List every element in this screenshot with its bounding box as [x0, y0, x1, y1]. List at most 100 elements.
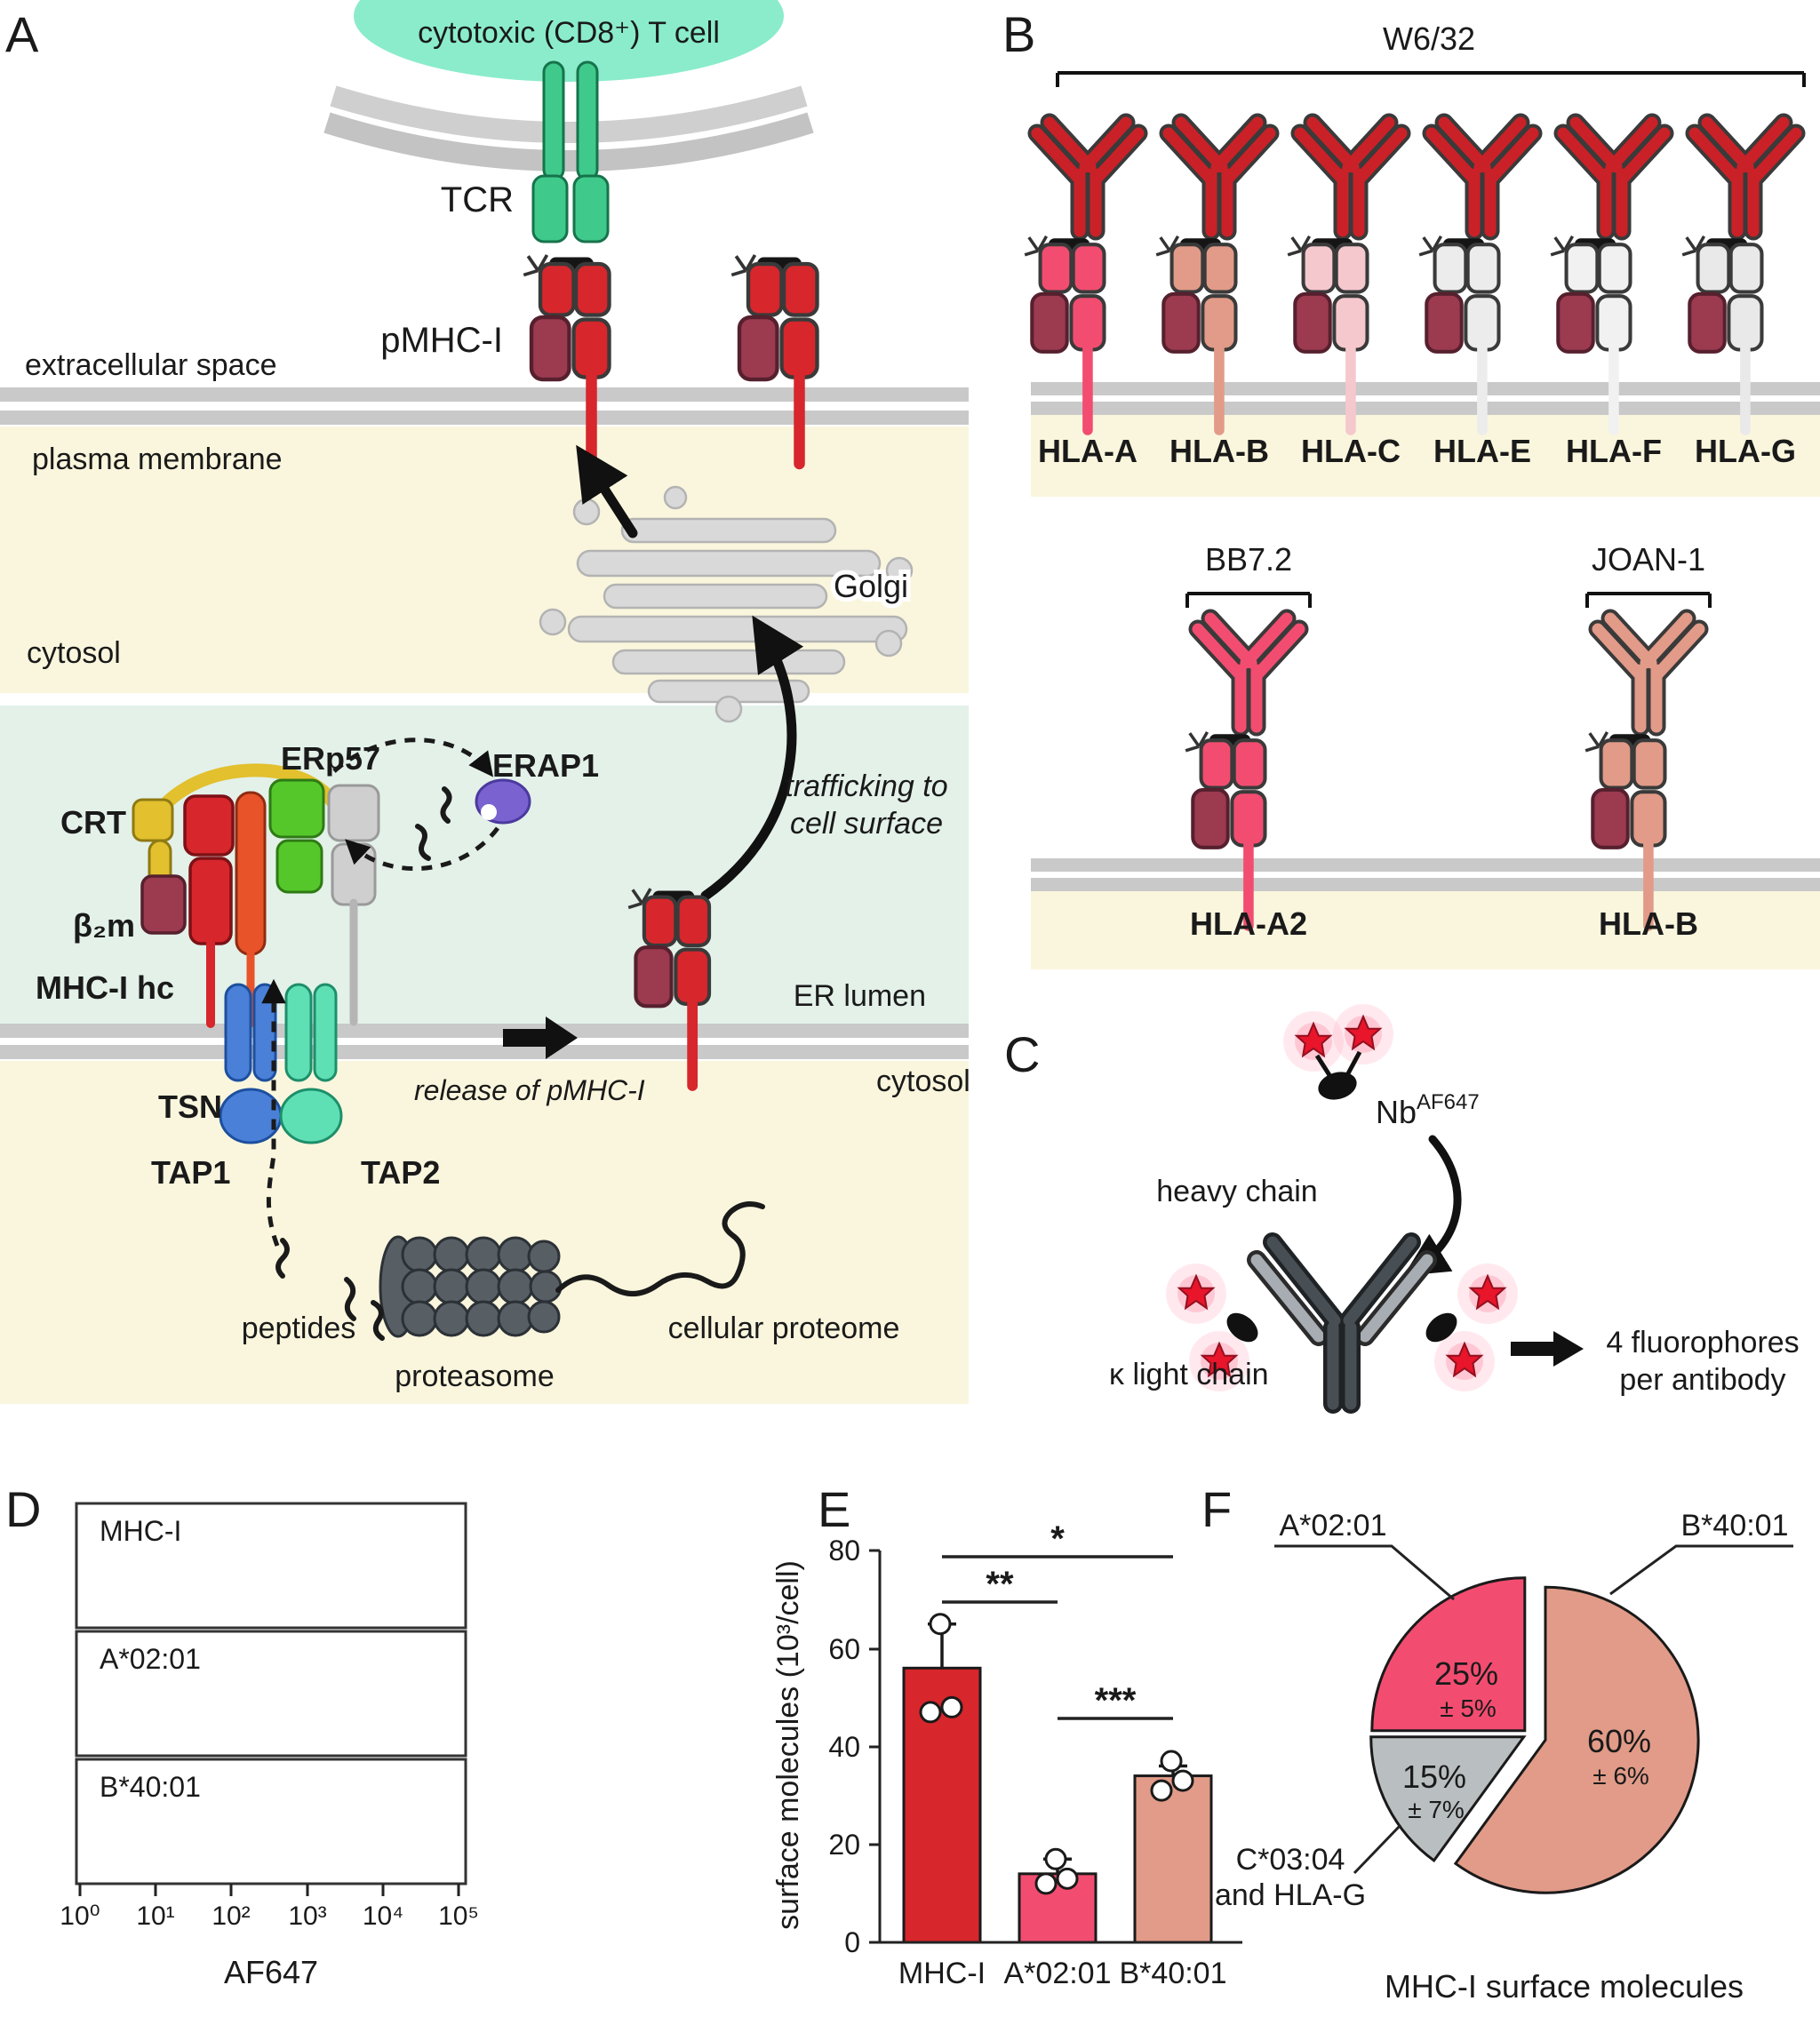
panel-d-letter: D [5, 1481, 41, 1537]
x-tick-4: 10⁴ [363, 1901, 403, 1931]
bar [902, 1666, 982, 1944]
peptide-squiggle [344, 1277, 356, 1321]
pie-pct-a0201: 25% [1434, 1655, 1498, 1692]
data-point [929, 1613, 952, 1636]
w632-antibody [1300, 123, 1401, 231]
histogram-label-1: MHC-I [100, 1515, 181, 1547]
pie-slice [1453, 1585, 1700, 1894]
nb-linkers [1314, 1050, 1362, 1077]
result-arrow-shaft [1511, 1342, 1553, 1356]
hla-g-molecule [1682, 236, 1761, 430]
release-label: release of pMHC-I [414, 1074, 645, 1106]
pie-pct-b4001: 60% [1587, 1723, 1651, 1759]
tcell-label: cytotoxic (CD8⁺) T cell [418, 16, 720, 50]
proteasome-barrel [379, 1235, 563, 1338]
x-tick-0: 10⁰ [60, 1901, 100, 1931]
hla-a-label: HLA-A [1038, 433, 1138, 469]
tap2-label: TAP2 [361, 1154, 440, 1191]
bound-fluorophore [1165, 1263, 1227, 1325]
data-point [1044, 1847, 1067, 1870]
panel-b-letter: B [1002, 6, 1035, 62]
extracellular-label: extracellular space [25, 348, 276, 382]
pie-title: MHC-I surface molecules [1385, 1968, 1744, 2005]
w632-antibody [1432, 123, 1533, 231]
golgi-to-membrane-arrow [576, 444, 638, 538]
trafficking-label-1: trafficking to [785, 769, 947, 803]
pie-err-c0304: ± 7% [1408, 1796, 1465, 1823]
panel-f-letter: F [1201, 1481, 1232, 1537]
peptide-squiggle [371, 1300, 385, 1341]
plasma-membrane-inner [0, 411, 969, 425]
bar [1133, 1774, 1213, 1944]
nb-fluorophore [1332, 1003, 1394, 1065]
plasma-membrane-label: plasma membrane [32, 442, 283, 476]
tcell-membrane-arc [330, 85, 808, 143]
tap2-tm [284, 983, 313, 1082]
tcr-chain [542, 60, 565, 181]
histogram-label-3: B*40:01 [100, 1771, 201, 1803]
w632-antibody [1695, 123, 1796, 231]
sig-label-3: *** [1095, 1681, 1137, 1720]
bar [1018, 1872, 1098, 1944]
tcr-chain [576, 60, 599, 181]
b2m-domain [140, 874, 187, 935]
tap2-tm2 [313, 983, 338, 1082]
erap1-label: ERAP1 [492, 747, 599, 784]
crt-label: CRT [60, 804, 126, 841]
hla-c-label: HLA-C [1301, 433, 1401, 469]
peptide-loading-complex [132, 737, 500, 1247]
tcell-membrane-arc2 [323, 112, 814, 171]
data-point [919, 1701, 942, 1724]
erp57-domain1 [268, 778, 325, 839]
chaperone-gray-domain1 [327, 784, 380, 842]
joan1-label: JOAN-1 [1592, 541, 1705, 578]
peptide-squiggle [275, 1238, 290, 1279]
bb72-label: BB7.2 [1205, 541, 1292, 578]
y-tick-0: 0 [844, 1926, 860, 1958]
panel-d: D MHC-I A*02:01 B*40:01 10⁰ 10¹ 10² 10³ … [5, 1481, 479, 1990]
heavy-chains [1266, 1236, 1417, 1410]
x-axis-ticks [78, 1884, 460, 1896]
tcr-label: TCR [441, 180, 514, 219]
panel-f: F A*02:01 B*40:01 25% ± 5% 60% ± 6% 15% … [1201, 1481, 1793, 2005]
sig-label-1: ** [986, 1565, 1014, 1604]
y-tick-20: 20 [828, 1829, 860, 1861]
er-membrane-outer [0, 1024, 969, 1038]
unfolded-protein-squiggle [555, 1201, 765, 1296]
kappa-light-chains [1250, 1254, 1433, 1343]
category-a0201: A*02:01 [1004, 1957, 1112, 1990]
peptides-label: peptides [242, 1311, 356, 1345]
trafficking-label-2: cell surface [790, 807, 943, 841]
peptide-squiggle [415, 824, 431, 861]
data-point [1150, 1779, 1173, 1802]
chaperone-gray-domain2 [331, 842, 377, 906]
bb72-antibody [1198, 618, 1299, 727]
lower-cytosol-region [0, 1061, 969, 1404]
histogram-box-2 [75, 1630, 467, 1758]
pie-label-c0304-line1: C*03:04 [1236, 1843, 1345, 1877]
x-tick-5: 10⁵ [438, 1901, 479, 1931]
tap2-nbd [279, 1088, 343, 1144]
panel-c-letter: C [1004, 1026, 1040, 1082]
cytosol-upper-label: cytosol [27, 636, 121, 670]
golgi-apparatus [539, 485, 914, 723]
release-arrow-head [546, 1016, 578, 1059]
x-tick-3: 10³ [288, 1901, 326, 1931]
plasma-membrane-outer [0, 387, 969, 402]
peptide-squiggle [440, 786, 452, 824]
hla-b-lower-label: HLA-B [1599, 905, 1698, 942]
bar-plot [902, 1613, 1213, 1944]
w632-label: W6/32 [1383, 20, 1475, 57]
bound-nanobody-left [1226, 1312, 1258, 1343]
pmhc-label: pMHC-I [380, 321, 503, 360]
pie-label-c0304-line2: and HLA-G [1215, 1878, 1366, 1912]
b2m-label: β₂m [73, 907, 135, 944]
w632-antibody [1169, 123, 1270, 231]
histogram-box-1 [75, 1502, 467, 1630]
erap1-notch [481, 804, 497, 820]
sig-label-2: * [1050, 1519, 1065, 1559]
joan1-bracket [1585, 592, 1712, 608]
erap1-trimming-arrow-back [345, 826, 500, 871]
